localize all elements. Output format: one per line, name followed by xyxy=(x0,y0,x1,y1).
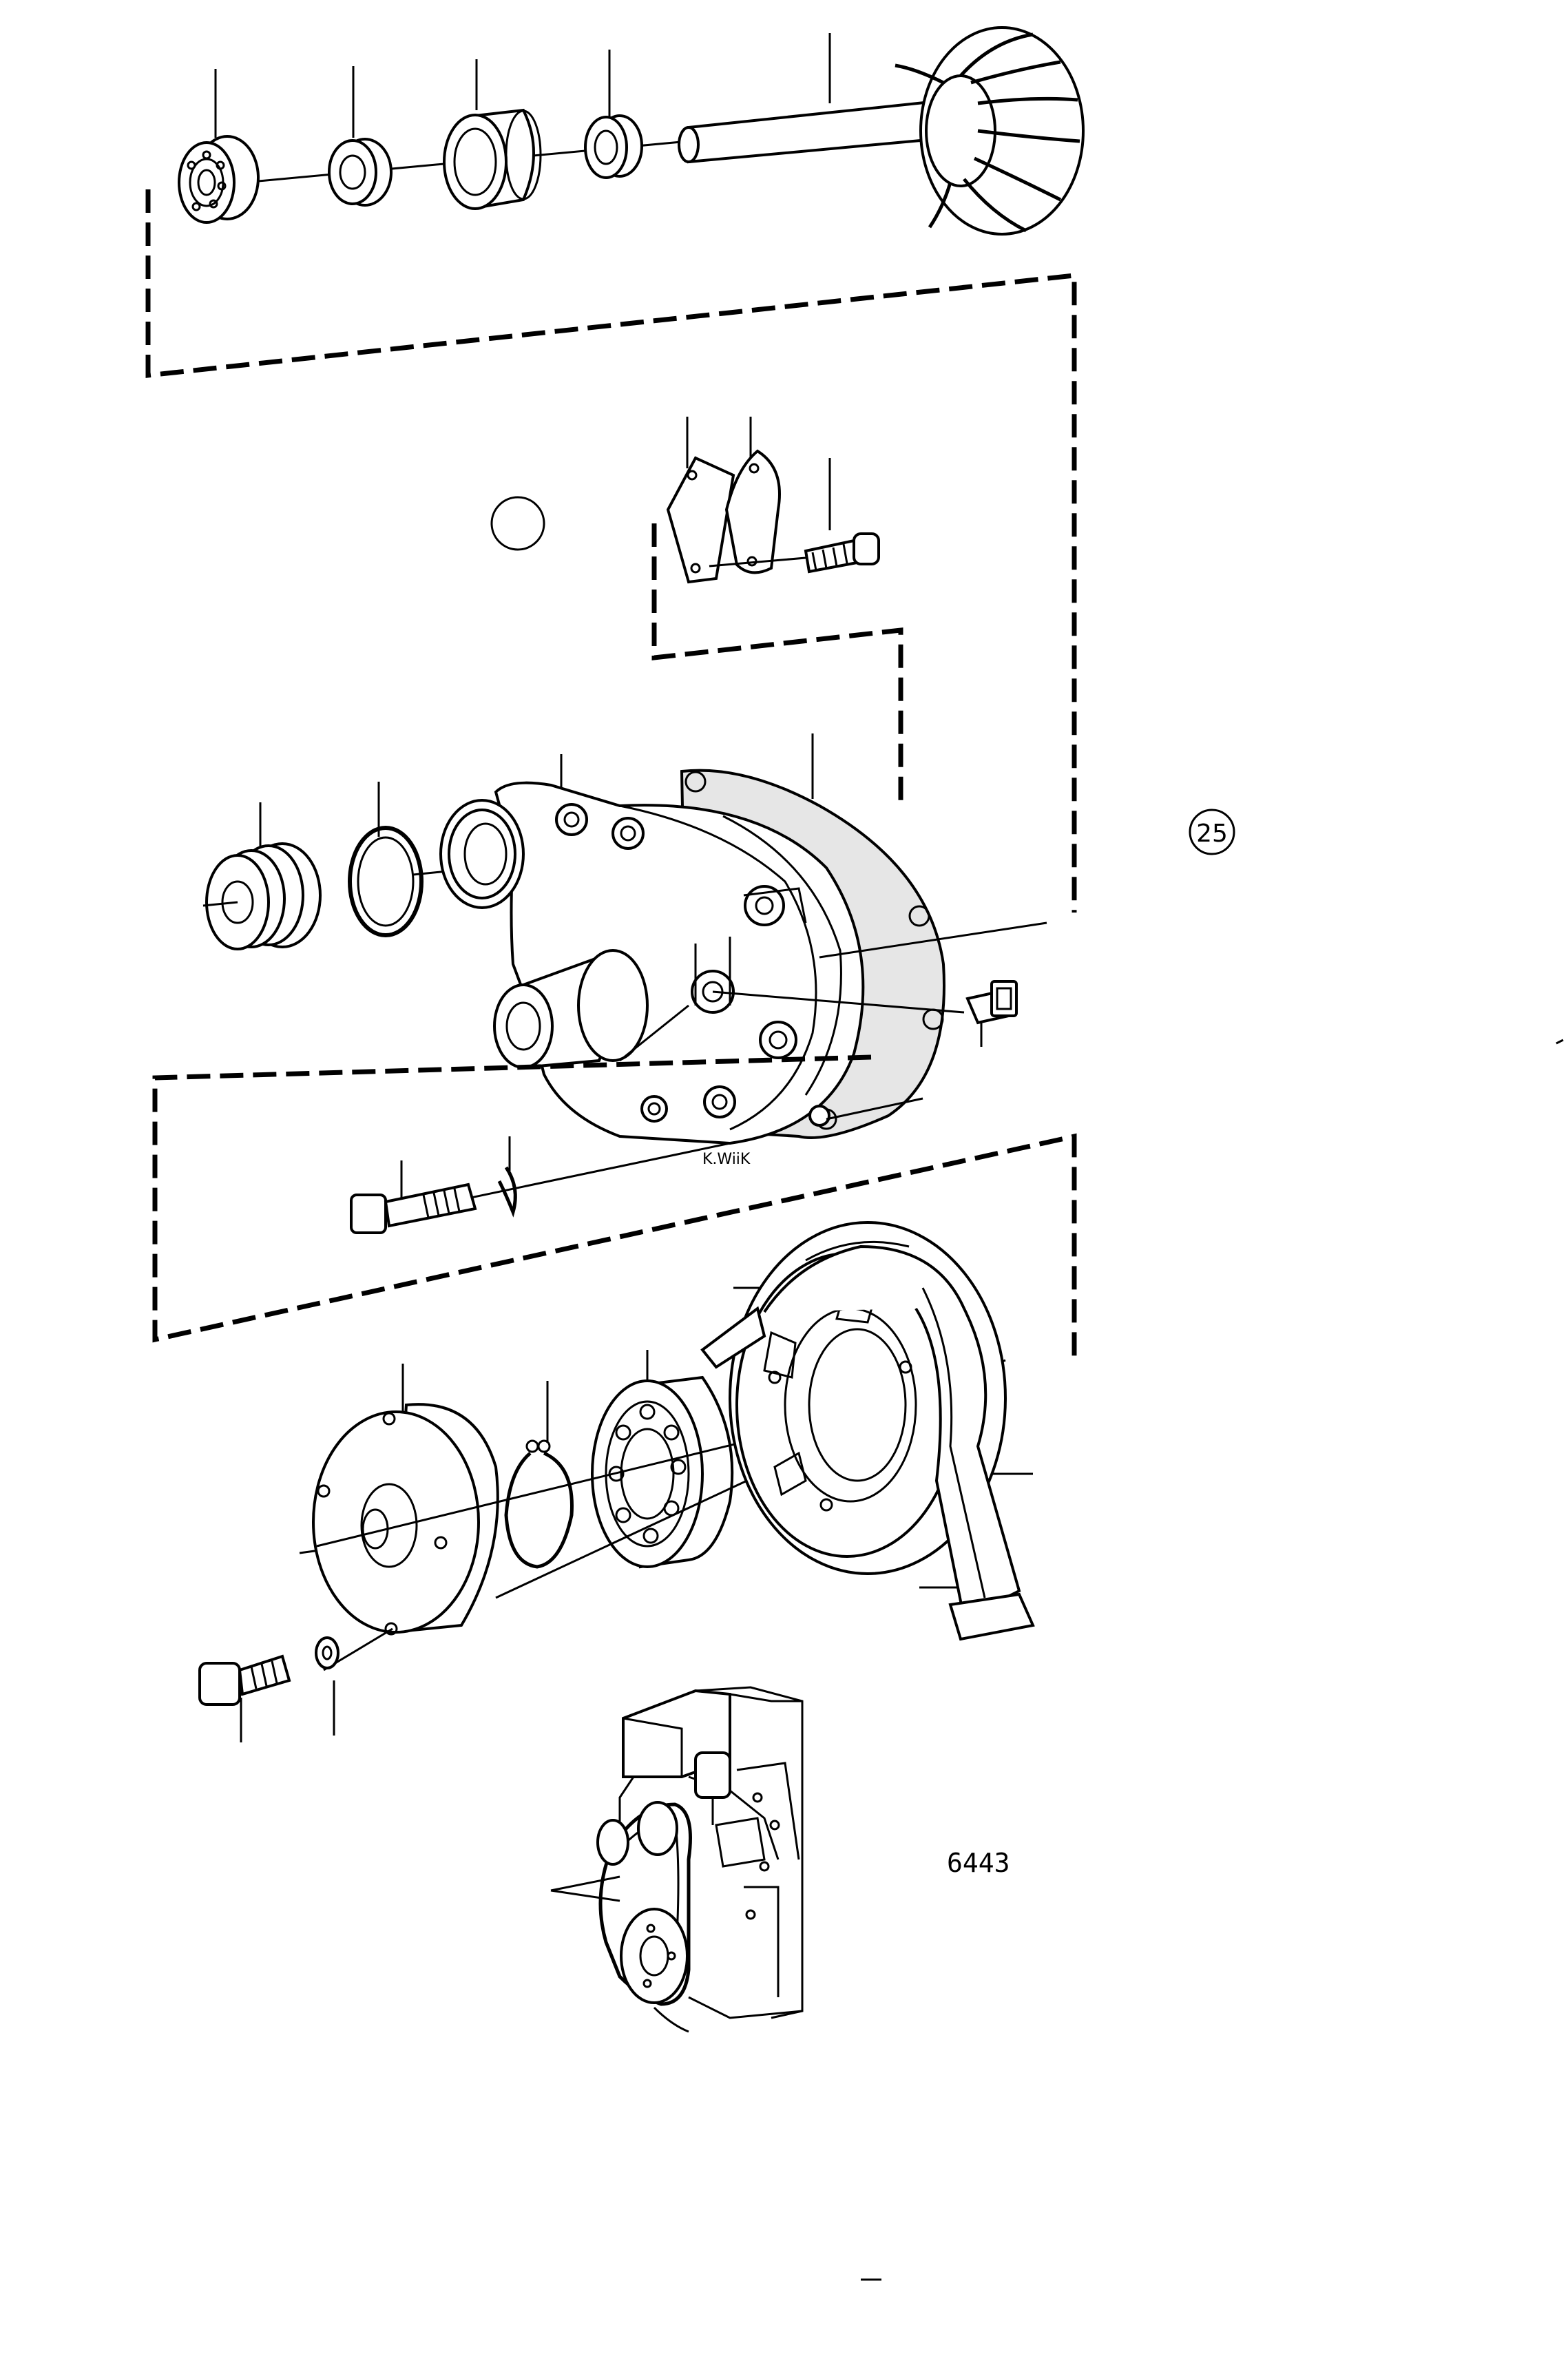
pump-housing xyxy=(439,781,865,1145)
cover-plate xyxy=(666,456,735,584)
page-badge: 25 xyxy=(1189,809,1235,855)
flange-bolt-group xyxy=(198,1627,393,1742)
pulley-bearing xyxy=(591,1375,734,1569)
cover-plate-group xyxy=(666,417,880,584)
impeller xyxy=(895,26,1085,236)
page-badge-label: 25 xyxy=(1196,820,1228,848)
blank-circle-marker xyxy=(490,496,545,551)
figure-reference-number: 6443 xyxy=(947,1848,1010,1878)
shaft-assembly-row xyxy=(178,26,1085,236)
v-belt xyxy=(700,1240,1035,1641)
pulley-hub xyxy=(312,1403,499,1636)
ball-bearing xyxy=(178,135,260,224)
seal-ring xyxy=(328,138,393,207)
washer xyxy=(315,1636,339,1669)
pump-housing-group: K.WiiK xyxy=(202,733,1047,1168)
bolt xyxy=(350,1182,477,1234)
shaft-seal xyxy=(584,114,643,179)
bolt-washer-group xyxy=(350,1136,731,1234)
plug xyxy=(965,980,1018,1047)
flange-bolt xyxy=(198,1654,291,1706)
circlip xyxy=(504,1439,574,1569)
gasket xyxy=(724,449,781,574)
pulley-assembly xyxy=(299,1221,1035,1641)
impeller-shaft xyxy=(678,98,952,164)
pump-plug xyxy=(202,842,322,950)
engine-location-thumbnail xyxy=(550,1686,804,2033)
screw xyxy=(709,532,880,574)
spring-washer xyxy=(497,1166,517,1218)
engraving-stamp: K.WiiK xyxy=(702,1151,751,1168)
bushing xyxy=(443,108,542,210)
